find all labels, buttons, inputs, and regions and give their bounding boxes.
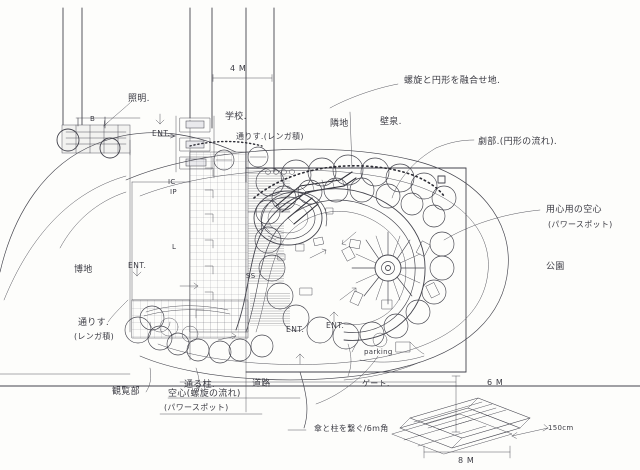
radial-power-spot (341, 231, 440, 310)
label-through-column: 通る柱. (184, 380, 216, 390)
label-power-spot-center: 用心用の空心 (546, 205, 602, 215)
grid-paving-area (131, 151, 249, 339)
label-school: 学校. (225, 112, 247, 122)
site-curve-boundary (0, 132, 237, 301)
dimension-top-width: 4 M (230, 64, 247, 73)
plaza-curved-walk (235, 188, 426, 341)
plaza-flow-arrows (179, 231, 357, 341)
ent-arrows (132, 113, 339, 365)
radial-bench-markers (341, 240, 440, 310)
label-spiral-circle-fusion: 螺旋と円形を融合せ地. (404, 76, 501, 86)
label-wall-fountain: 壁泉. (380, 117, 402, 127)
lighting-callout (103, 99, 134, 127)
plaza-small-markers (277, 175, 446, 296)
label-gate: ゲート. (362, 379, 390, 388)
label-ic-mark: IC (168, 178, 176, 186)
label-ss-mark: SS (246, 272, 256, 280)
park-outer-oval (125, 148, 509, 381)
dimension-detail-small: 150cm (548, 424, 574, 432)
label-road: 道路 (252, 379, 271, 389)
tree-canopy-circles-bottom-left (124, 305, 274, 364)
label-ip-mark: IP (170, 188, 177, 196)
label-passage-top: 通りす.(レンガ積) (236, 132, 304, 141)
label-park: 公園 (546, 262, 565, 272)
radial-spokes (351, 231, 425, 305)
label-theater-part: 劇部.(円形の流れ). (478, 137, 558, 147)
label-parking: parking (364, 348, 393, 356)
label-power-spot-center-sub: (パワースポット) (548, 220, 613, 229)
dimension-right-6m (179, 375, 461, 433)
label-passage-left: 通りす. (78, 318, 110, 328)
label-ent-2: ENT. (128, 261, 147, 270)
trees-near-school (213, 146, 269, 171)
label-l-mark: L (172, 243, 177, 251)
label-ent-4: ENT. (326, 321, 345, 330)
dimension-detail-length: 8 M (458, 456, 475, 465)
site-rect-boundary (245, 167, 467, 373)
label-ent-3: ENT. (286, 325, 305, 334)
label-hollow-center-sub: (パワースポット) (164, 403, 229, 412)
label-adjacent-land-right: 隣地 (330, 119, 349, 129)
label-passage-left-sub: (レンガ積) (74, 332, 115, 341)
label-b-mark: B (90, 115, 96, 123)
dimension-top-4m (212, 74, 273, 82)
dimension-right-height: 6 M (487, 378, 504, 387)
label-audience-part: 観覧部 (112, 387, 140, 397)
label-lighting: 照明. (128, 94, 150, 104)
label-hollow-center: 空心(螺旋の流れ) (168, 389, 241, 399)
label-underline (159, 397, 301, 415)
bottom-road (0, 371, 640, 429)
paving-small-circles (265, 169, 295, 175)
label-adjacent-land-left: 博地 (74, 265, 93, 275)
label-ent-1: ENT. (152, 129, 171, 138)
stone-edge-dots (189, 140, 445, 199)
hatched-paving (247, 167, 291, 326)
callout-leaders (107, 83, 541, 431)
pergola-detail (391, 397, 531, 455)
dimension-8m (423, 424, 549, 459)
label-umbrella-column: 傘と柱を繋ぐ/6m角 (314, 424, 389, 433)
tree-canopy-circles-left (254, 199, 455, 350)
left-wall-block (56, 116, 141, 159)
